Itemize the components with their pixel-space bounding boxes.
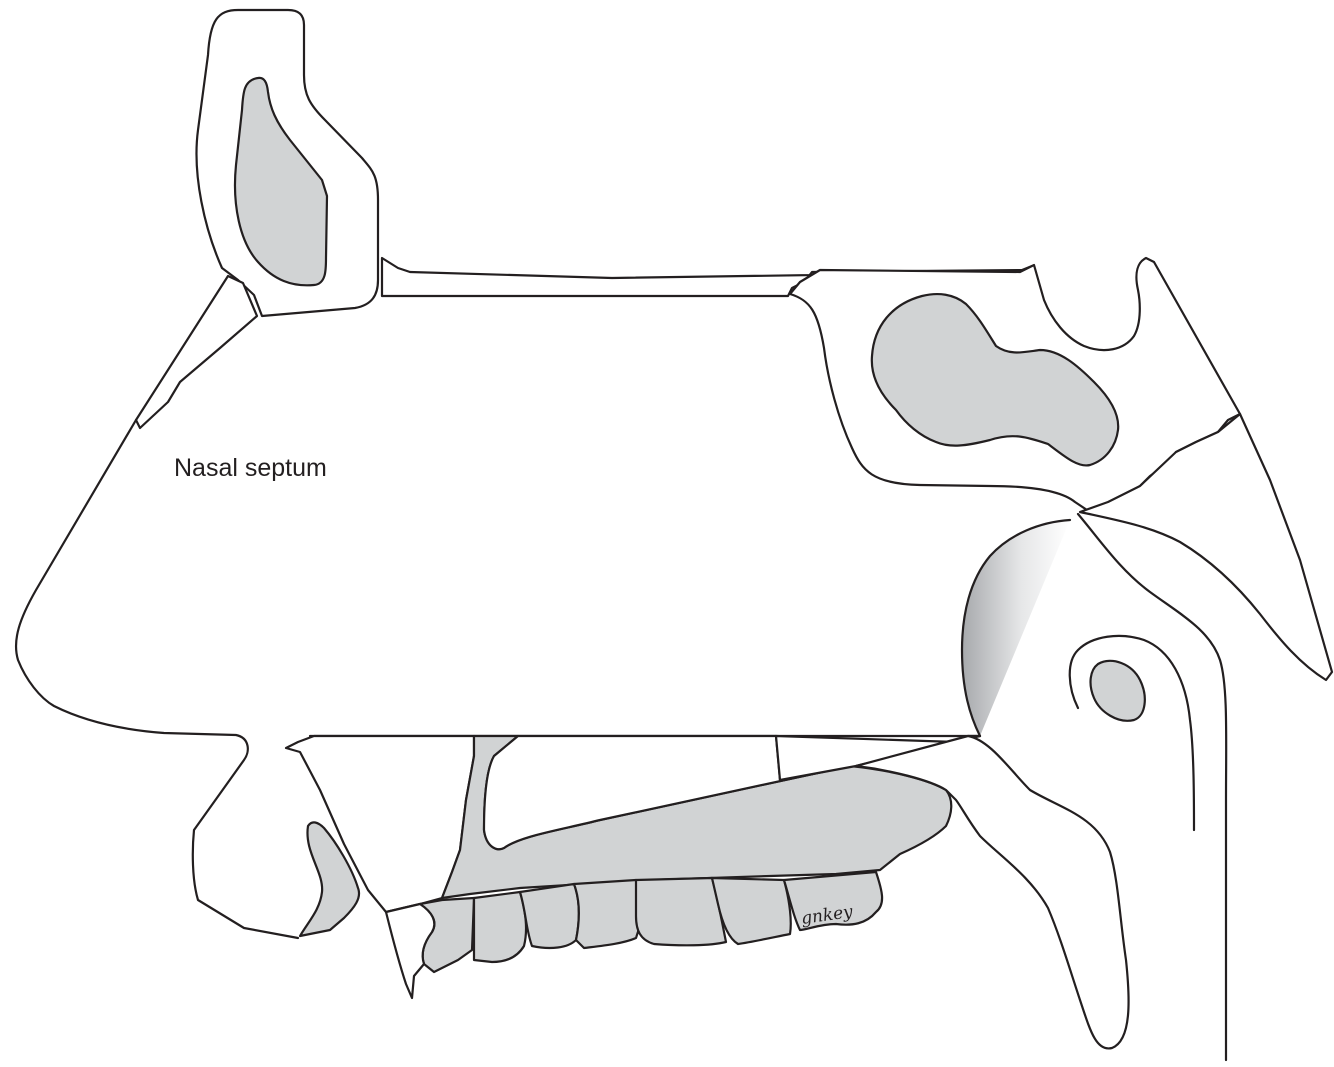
eustachian-tube-opening <box>1091 661 1145 721</box>
tooth-premolar-1 <box>474 892 526 962</box>
nasal-bone <box>136 276 257 428</box>
tooth-premolar-2 <box>520 884 579 948</box>
tooth-molar-1 <box>574 880 641 948</box>
tooth-molar-2 <box>636 878 726 945</box>
nasal-septum-label: Nasal septum <box>174 454 327 482</box>
nasal-septum-outline <box>16 420 298 938</box>
torus-tubarius-outer <box>1070 636 1194 830</box>
adenoid-shading <box>962 520 1070 736</box>
